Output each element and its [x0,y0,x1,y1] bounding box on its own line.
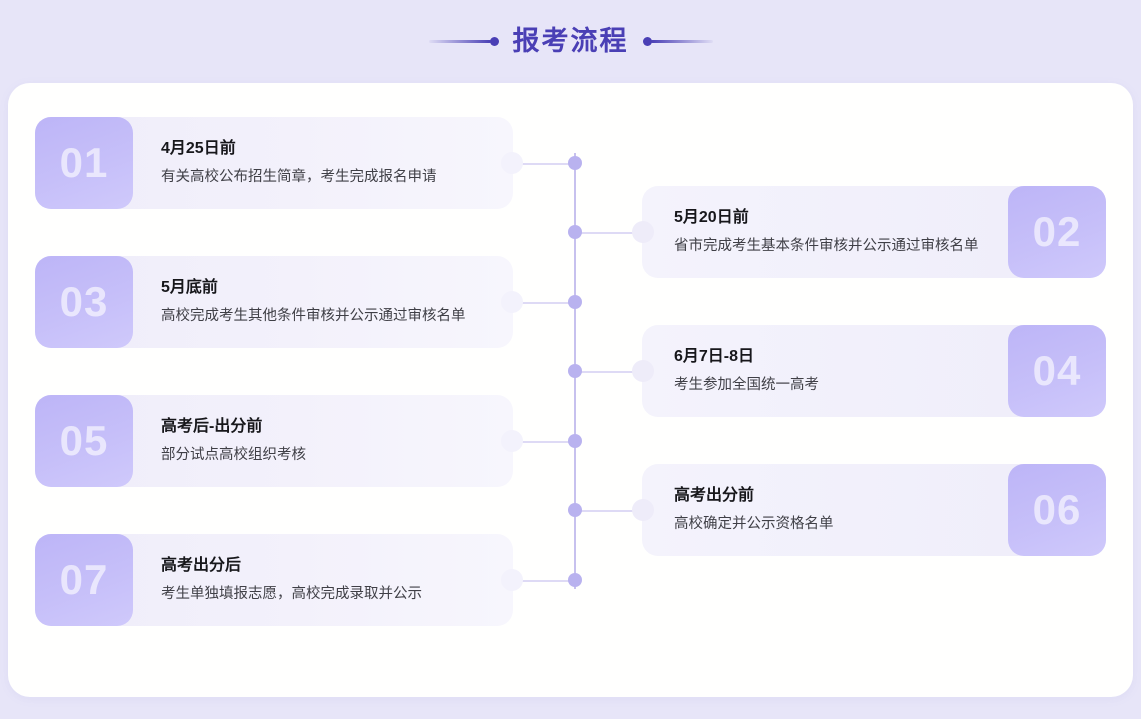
step-description: 高校完成考生其他条件审核并公示通过审核名单 [161,308,466,325]
decoration-line-left [428,40,491,43]
title-decoration-left [428,37,499,46]
connector-line [513,163,575,165]
step-description: 省市完成考生基本条件审核并公示通过审核名单 [674,238,979,255]
timeline-node-dot [568,434,582,448]
step-card-02[interactable]: 5月20日前省市完成考生基本条件审核并公示通过审核名单 02 [632,186,1106,278]
step-title: 6月7日-8日 [674,347,755,365]
decoration-line-right [650,40,713,43]
decoration-dot-left [489,37,499,46]
timeline-node-dot [568,364,582,378]
step-title: 4月25日前 [161,139,236,157]
timeline-node-dot [568,503,582,517]
timeline-node-dot [568,156,582,170]
decoration-dot-right [642,37,652,46]
step-title: 高考后-出分前 [161,417,263,435]
step-card-body: 高考出分前高校确定并公示资格名单 [642,464,1008,556]
connector-line [575,510,643,512]
process-flow: 01 4月25日前有关高校公布招生简章，考生完成报名申请 5月20日前省市完成考生基… [8,83,1133,697]
step-description: 部分试点高校组织考核 [161,447,306,464]
step-card-05[interactable]: 05 高考后-出分前部分试点高校组织考核 [35,395,523,487]
step-number-badge: 07 [35,534,133,626]
step-number-label: 06 [1032,486,1082,533]
step-number-label: 02 [1032,208,1082,255]
step-card-body: 4月25日前有关高校公布招生简章，考生完成报名申请 [133,117,513,209]
flow-panel: 01 4月25日前有关高校公布招生简章，考生完成报名申请 5月20日前省市完成考生基… [8,83,1133,697]
step-number-label: 05 [59,417,109,464]
step-title: 5月底前 [161,278,218,296]
step-title: 5月20日前 [674,208,749,226]
step-card-03[interactable]: 03 5月底前高校完成考生其他条件审核并公示通过审核名单 [35,256,523,348]
card-connector-nub [501,152,523,174]
step-card-body: 高考后-出分前部分试点高校组织考核 [133,395,513,487]
step-number-badge: 04 [1008,325,1106,417]
card-connector-nub [501,291,523,313]
connector-line [513,580,575,582]
step-description: 有关高校公布招生简章，考生完成报名申请 [161,169,437,186]
step-card-04[interactable]: 6月7日-8日考生参加全国统一高考 04 [632,325,1106,417]
card-connector-nub [501,569,523,591]
connector-line [513,302,575,304]
page-header: 报考流程 [0,0,1141,83]
connector-line [575,371,643,373]
card-connector-nub [632,499,654,521]
card-connector-nub [632,221,654,243]
step-number-label: 01 [59,139,109,186]
connector-line [575,232,643,234]
step-number-label: 07 [59,556,109,603]
step-card-body: 高考出分后考生单独填报志愿，高校完成录取并公示 [133,534,513,626]
timeline-node-dot [568,573,582,587]
step-card-body: 6月7日-8日考生参加全国统一高考 [642,325,1008,417]
step-number-label: 03 [59,278,109,325]
timeline-node-dot [568,225,582,239]
timeline-node-dot [568,295,582,309]
card-connector-nub [501,430,523,452]
page-title: 报考流程 [512,26,629,56]
step-card-01[interactable]: 01 4月25日前有关高校公布招生简章，考生完成报名申请 [35,117,523,209]
card-connector-nub [632,360,654,382]
step-number-badge: 02 [1008,186,1106,278]
step-card-body: 5月底前高校完成考生其他条件审核并公示通过审核名单 [133,256,513,348]
step-title: 高考出分前 [674,486,755,504]
step-number-label: 04 [1032,347,1082,394]
step-number-badge: 06 [1008,464,1106,556]
step-description: 考生参加全国统一高考 [674,377,819,394]
step-title: 高考出分后 [161,556,242,574]
step-number-badge: 05 [35,395,133,487]
step-description: 高校确定并公示资格名单 [674,516,834,533]
connector-line [513,441,575,443]
step-card-06[interactable]: 高考出分前高校确定并公示资格名单 06 [632,464,1106,556]
step-card-body: 5月20日前省市完成考生基本条件审核并公示通过审核名单 [642,186,1008,278]
step-number-badge: 01 [35,117,133,209]
step-description: 考生单独填报志愿，高校完成录取并公示 [161,586,422,603]
step-number-badge: 03 [35,256,133,348]
title-decoration-right [642,37,713,46]
step-card-07[interactable]: 07 高考出分后考生单独填报志愿，高校完成录取并公示 [35,534,523,626]
